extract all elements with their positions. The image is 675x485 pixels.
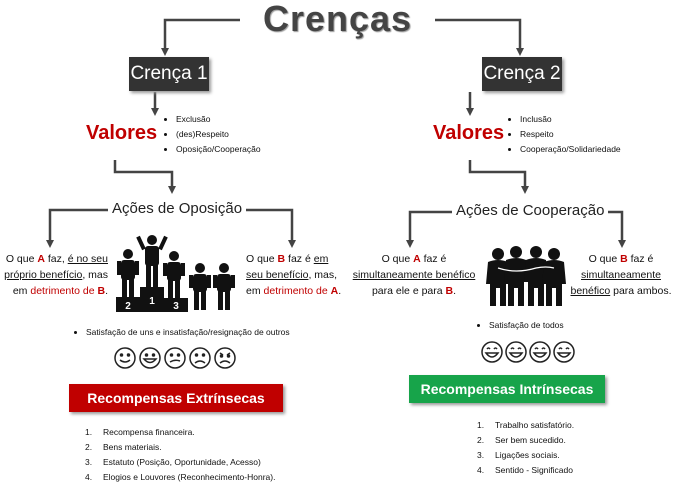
laughing-face-icon [505,341,527,363]
angry-face-icon [214,347,236,369]
desc-b-right: O que B faz é simultaneamente benéfico p… [570,253,672,297]
belief-1-box: Crença 1 [129,57,209,91]
happy-faces [481,341,575,363]
values-label-right: Valores [433,122,505,144]
page-title: Crenças [262,0,413,39]
arrow-title-to-crenca2 [435,18,524,56]
desc-a-right: O que A faz é simultaneamente benéfico p… [352,253,476,297]
arrow-valores1-to-acoes [113,160,176,194]
reward-list-left: 1.Recompensa financeira. 2.Bens materiai… [85,425,275,485]
belief-2-box: Crença 2 [482,57,562,91]
arrow-valores2-to-acoes [468,160,529,194]
arrow-acoes1-to-b [235,208,296,248]
reward-list-right: 1.Trabalho satisfatório. 2.Ser bem suced… [477,418,574,478]
desc-a-left: O que A faz, é no seu próprio benefício,… [4,253,108,297]
value-item: (des)Respeito [176,127,261,142]
values-list-right: Inclusão Respeito Cooperação/Solidarieda… [506,112,621,157]
satisfaction-left: Satisfação de uns e insatisfação/resigna… [72,325,290,340]
podium-people-illustration: 2 1 3 [116,235,235,312]
satisfaction-right: Satisfação de todos [475,318,564,333]
arrow-acoes1-to-a [46,208,110,248]
happy-face-icon [139,347,161,369]
podium-number: 1 [149,296,155,307]
happy-face-icon [114,347,136,369]
laughing-face-icon [481,341,503,363]
list-item: 4.Sentido - Significado [477,465,573,475]
list-item: 1.Trabalho satisfatório. [477,420,575,430]
list-item: 4.Elogios e Louvores (Reconhecimento-Hon… [85,472,276,482]
team-group-illustration [486,246,566,306]
list-item: 3.Estatuto (Posição, Oportunidade, Acess… [85,457,261,467]
reward-intrinsic-box: Recompensas Intrínsecas [409,375,605,403]
value-item: Oposição/Cooperação [176,142,261,157]
mixed-faces [114,347,236,369]
value-item: Cooperação/Solidariedade [520,142,621,157]
list-item: 2.Ser bem sucedido. [477,435,566,445]
arrow-acoes2-to-a [406,210,455,248]
laughing-face-icon [553,341,575,363]
values-list-left: Exclusão (des)Respeito Oposição/Cooperaç… [162,112,261,157]
sad-face-icon [189,347,211,369]
value-item: Exclusão [176,112,261,127]
arrow-title-to-crenca1 [161,18,240,56]
values-label-left: Valores [86,122,158,144]
desc-b-left: O que B faz é em seu benefício, mas, em … [246,253,342,297]
list-item: 2.Bens materiais. [85,442,162,452]
podium-number: 3 [173,301,179,312]
actions-label-right: Ações de Cooperação [452,202,609,219]
value-item: Respeito [520,127,621,142]
list-item: 3.Ligações sociais. [477,450,560,460]
reward-extrinsic-box: Recompensas Extrínsecas [69,384,283,412]
podium-number: 2 [125,301,131,312]
value-item: Inclusão [520,112,621,127]
actions-label-left: Ações de Oposição [108,200,247,217]
list-item: 1.Recompensa financeira. [85,427,195,437]
laughing-face-icon [529,341,551,363]
confused-face-icon [164,347,186,369]
